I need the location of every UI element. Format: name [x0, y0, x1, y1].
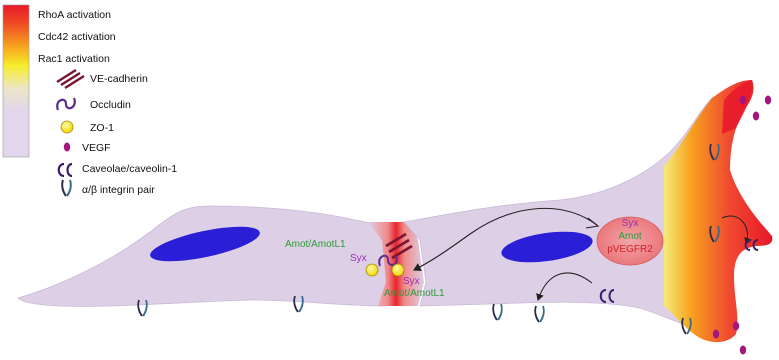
caveolae-icon [59, 164, 72, 176]
legend-label-rhoa: RhoA activation [38, 9, 111, 21]
leading-edge-tip [722, 80, 752, 134]
legend-label-occludin: Occludin [90, 99, 131, 111]
legend-label-vegf: VEGF [82, 142, 111, 154]
junction-label-amot-lower: Amot/AmotL1 [384, 288, 445, 299]
complex-label-pvegfr2: pVEGFR2 [607, 244, 653, 255]
complex-label-amot: Amot [618, 231, 642, 242]
zo-1-junction-right [392, 264, 404, 276]
legend-label-ve-cadherin: VE-cadherin [90, 73, 148, 85]
ve-cadherin-icon [57, 70, 84, 88]
legend-label-rac1: Rac1 activation [38, 53, 110, 65]
zo-1-junction-left [366, 264, 378, 276]
integrin-pair-3 [493, 304, 502, 320]
junction-label-syx-lower: Syx [403, 276, 420, 287]
junction-label-amot-upper: Amot/AmotL1 [285, 239, 346, 250]
activation-gradient-bar [3, 5, 29, 157]
zo-1-icon [61, 121, 73, 133]
integrin-icon [62, 180, 71, 196]
integrin-pair-4 [535, 306, 544, 322]
complex-label-syx: Syx [622, 218, 639, 229]
legend-label-integrin: α/β integrin pair [82, 184, 155, 196]
legend-label-zo-1: ZO-1 [90, 122, 114, 134]
legend-label-caveolae: Caveolae/caveolin-1 [82, 163, 177, 175]
legend: RhoA activation Cdc42 activation Rac1 ac… [3, 5, 177, 196]
junction-label-syx-upper: Syx [350, 253, 367, 264]
occludin-icon [57, 98, 75, 110]
vegf-icon [64, 143, 70, 152]
legend-label-cdc42: Cdc42 activation [38, 31, 116, 43]
